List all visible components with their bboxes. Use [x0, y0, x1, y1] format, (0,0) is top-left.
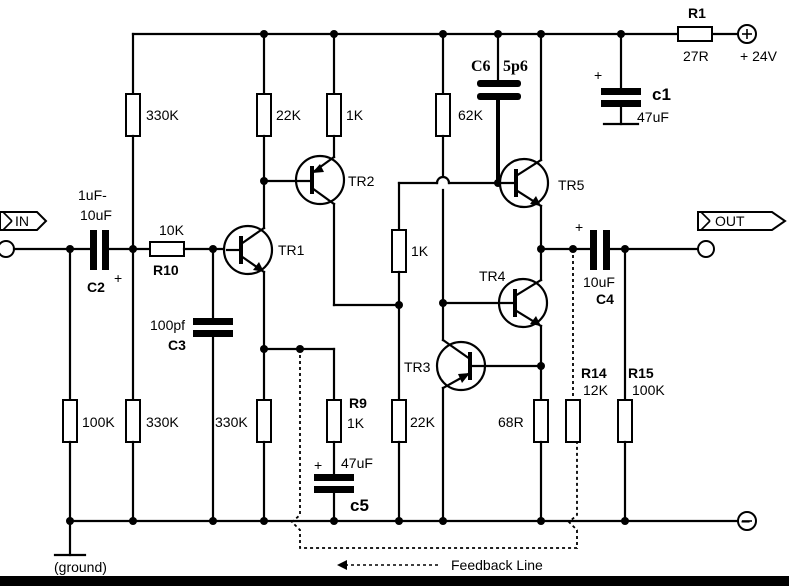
feedback-line: [290, 349, 578, 570]
r-330k-emitter-label: 330K: [215, 414, 248, 430]
tr4-label: TR4: [479, 268, 506, 284]
output-arrow: [697, 211, 787, 231]
tr1-label: TR1: [278, 242, 305, 258]
tr4-transistor: [441, 277, 549, 329]
c4-capacitor: +: [575, 219, 610, 270]
r14-resistor: [565, 399, 581, 443]
r1-value: 27R: [683, 48, 709, 64]
c3-capacitor: [193, 318, 233, 325]
r9-label: R9: [349, 395, 367, 411]
c6-value: 5p6: [503, 58, 528, 75]
r14-value: 12K: [583, 382, 609, 398]
c6-label: C6: [471, 58, 491, 75]
r-22k-top-label: 22K: [276, 107, 302, 123]
r-62k-label: 62K: [458, 107, 484, 123]
tr3-label: TR3: [404, 359, 431, 375]
c2-value-1: 1uF-: [78, 187, 107, 203]
r10-value: 10K: [159, 222, 185, 238]
in-label: IN: [15, 213, 29, 229]
r15-value: 100K: [632, 382, 665, 398]
c5-value: 47uF: [341, 455, 373, 471]
input-arrow: [0, 211, 48, 231]
r-22k-bottom-label: 22K: [410, 414, 436, 430]
r-1k-mid: [391, 229, 407, 273]
c3-label: C3: [168, 337, 186, 353]
out-label: OUT: [715, 213, 745, 229]
ground-label: (ground): [54, 559, 107, 575]
r15-resistor: [617, 399, 633, 443]
r-330k-bottom-label: 330K: [146, 414, 179, 430]
input-terminal: [0, 240, 15, 258]
r1-label: R1: [688, 5, 706, 21]
c2-label: C2: [87, 279, 105, 295]
output-terminal: [697, 240, 715, 258]
c5-capacitor: [314, 474, 354, 481]
tr2-transistor: [262, 154, 346, 206]
r15-label: R15: [628, 365, 654, 381]
r-330k-emitter: [256, 399, 272, 443]
supply-label: + 24V: [740, 48, 778, 64]
r-68r: [533, 399, 549, 443]
r-62k: [435, 93, 451, 137]
r-22k-top: [256, 93, 272, 137]
c2-capacitor: +: [90, 230, 122, 286]
r9-resistor: [326, 399, 342, 443]
r-100k-input: [62, 399, 78, 443]
tr3-transistor: [435, 338, 543, 392]
r9-value: 1K: [347, 415, 365, 431]
c1-capacitor: +: [594, 32, 641, 126]
tr5-label: TR5: [558, 177, 585, 193]
c3-value: 100pf: [150, 317, 185, 333]
tr1-transistor: [222, 224, 274, 276]
r-22k-bottom: [391, 399, 407, 443]
bottom-edge-bar: [0, 576, 789, 586]
c1-plus: +: [594, 67, 602, 83]
c2-value-2: 10uF: [80, 207, 112, 223]
c4-label: C4: [596, 291, 614, 307]
c1-label: c1: [652, 85, 671, 104]
r10-label: R10: [153, 262, 179, 278]
feedback-label: Feedback Line: [451, 557, 543, 573]
c5-label: c5: [350, 496, 369, 515]
r-330k-top-label: 330K: [146, 107, 179, 123]
bottom-rail: [53, 511, 757, 557]
top-rail: [131, 24, 757, 44]
r-330k-bottom: [125, 399, 141, 443]
r1-resistor: [677, 26, 713, 42]
r14-label: R14: [581, 365, 607, 381]
r-1k-mid-label: 1K: [411, 243, 429, 259]
c1-value: 47uF: [637, 109, 669, 125]
tr2-label: TR2: [348, 173, 375, 189]
r-1k-top: [326, 93, 342, 137]
r-1k-top-label: 1K: [346, 107, 364, 123]
ground-minus: −: [741, 514, 750, 531]
r-68r-label: 68R: [498, 414, 524, 430]
tr5-transistor: [496, 157, 550, 209]
feedback-arrow-icon: [337, 560, 347, 570]
c4-value: 10uF: [583, 274, 615, 290]
c2-plus: +: [114, 270, 122, 286]
r-330k-top: [125, 93, 141, 137]
r-100k-input-label: 100K: [82, 414, 115, 430]
c4-plus: +: [575, 219, 583, 235]
c5-plus: +: [314, 457, 322, 473]
r10-resistor: [149, 241, 185, 257]
c6-capacitor: [477, 80, 521, 87]
